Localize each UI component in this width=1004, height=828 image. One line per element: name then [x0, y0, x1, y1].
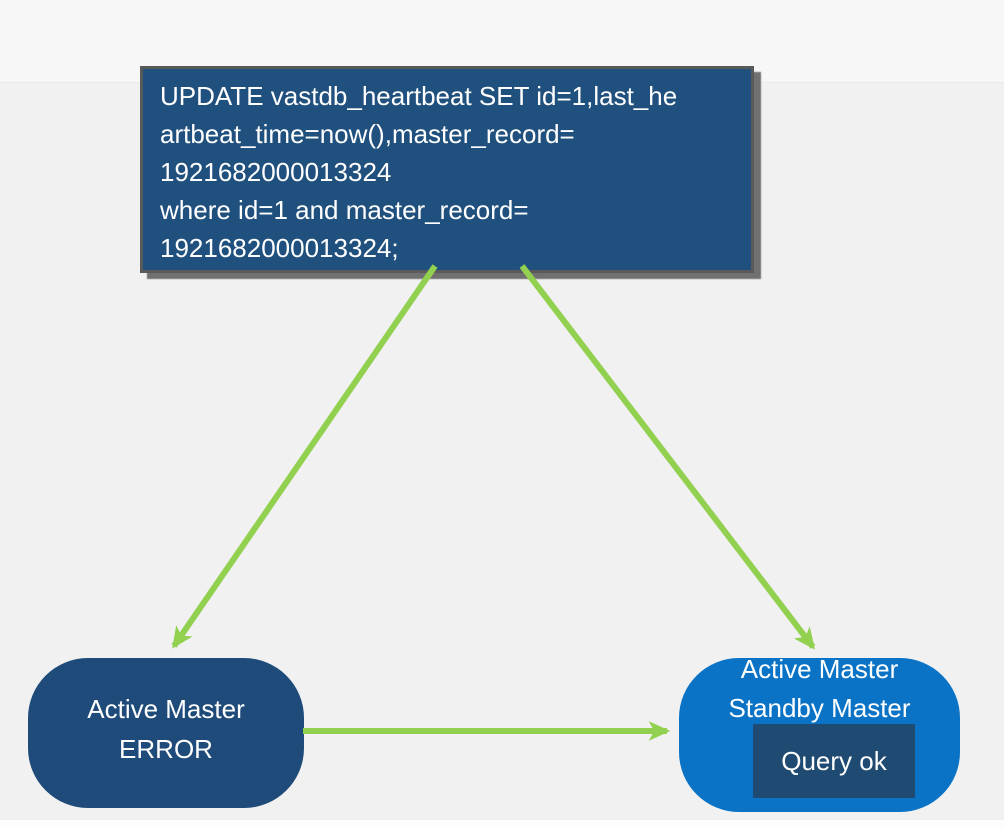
error-node-line2: ERROR	[119, 734, 213, 764]
standby-node-line2: Standby Master	[728, 693, 911, 723]
sql-statement-box: UPDATE vastdb_heartbeat SET id=1,last_he…	[140, 66, 754, 273]
active-master-error-node: Active Master ERROR	[28, 658, 304, 808]
sql-line: 1921682000013324	[160, 157, 392, 187]
standby-node-label: Active Master Standby Master	[679, 650, 960, 728]
sql-line: artbeat_time=now(),master_record=	[160, 119, 575, 149]
standby-master-node: Active Master Standby Master Query ok	[679, 654, 960, 812]
sql-line: 1921682000013324;	[160, 233, 399, 263]
sql-line: where id=1 and master_record=	[160, 195, 529, 225]
error-node-line1: Active Master	[87, 694, 245, 724]
sql-line: UPDATE vastdb_heartbeat SET id=1,last_he	[160, 81, 678, 111]
background-bottom-strip	[0, 820, 1004, 828]
query-ok-status-box: Query ok	[753, 724, 915, 798]
query-ok-label: Query ok	[781, 745, 887, 776]
error-node-label: Active Master ERROR	[28, 689, 304, 769]
standby-node-line1: Active Master	[740, 654, 899, 684]
